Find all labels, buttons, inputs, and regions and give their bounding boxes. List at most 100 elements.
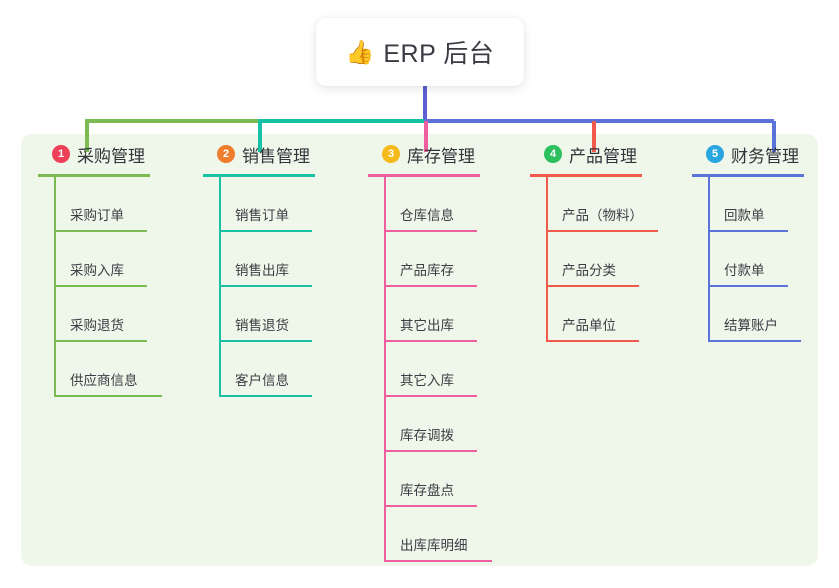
root-title-card[interactable]: 👍 ERP 后台	[316, 18, 524, 86]
menu-item-label: 仓库信息	[400, 208, 454, 223]
root-title-text: ERP 后台	[383, 40, 495, 68]
menu-item[interactable]: 付款单	[692, 232, 804, 287]
module-title-4: 产品管理	[569, 146, 637, 166]
menu-item-rule	[219, 285, 312, 287]
menu-item-label: 其它出库	[400, 318, 454, 333]
menu-item-rule	[384, 340, 477, 342]
module-header-3[interactable]: 3 库存管理	[368, 140, 480, 168]
menu-item[interactable]: 产品（物料）	[530, 177, 658, 232]
menu-item-rule	[54, 230, 147, 232]
menu-item-rule	[546, 340, 639, 342]
module-badge-1: 1	[52, 145, 70, 163]
module-branch-3: 仓库信息产品库存其它出库其它入库库存调拨库存盘点出库库明细	[368, 177, 492, 562]
menu-item[interactable]: 库存盘点	[368, 452, 480, 507]
connector-hbar-segment-3	[424, 119, 774, 123]
menu-item-label: 其它入库	[400, 373, 454, 388]
menu-item[interactable]: 销售退货	[203, 287, 315, 342]
menu-item-label: 库存调拨	[400, 428, 454, 443]
branch-trunk-3	[384, 177, 386, 562]
module-column-5: 5 财务管理回款单付款单结算账户	[692, 140, 804, 342]
module-branch-5: 回款单付款单结算账户	[692, 177, 804, 342]
module-header-rule-1	[38, 174, 150, 177]
menu-item-rule	[708, 230, 788, 232]
menu-item-label: 产品单位	[562, 318, 616, 333]
menu-item[interactable]: 出库库明细	[368, 507, 492, 562]
branch-trunk-1	[54, 177, 56, 397]
branch-trunk-2	[219, 177, 221, 397]
menu-item-rule	[219, 340, 312, 342]
menu-item-rule	[384, 285, 477, 287]
menu-item-rule	[384, 395, 477, 397]
connector-hbar-segment-2	[258, 119, 426, 123]
menu-item-label: 付款单	[724, 263, 765, 278]
menu-item[interactable]: 回款单	[692, 177, 804, 232]
module-column-3: 3 库存管理仓库信息产品库存其它出库其它入库库存调拨库存盘点出库库明细	[368, 140, 492, 562]
module-header-rule-2	[203, 174, 315, 177]
module-branch-4: 产品（物料） 产品分类产品单位	[530, 177, 658, 342]
menu-item-label: 采购订单	[70, 208, 124, 223]
menu-item[interactable]: 客户信息	[203, 342, 315, 397]
menu-item[interactable]: 产品分类	[530, 232, 642, 287]
menu-item-label: 采购入库	[70, 263, 124, 278]
menu-item-rule	[54, 285, 147, 287]
thumbs-up-icon: 👍	[345, 38, 375, 65]
connector-drop-2	[258, 121, 262, 152]
menu-item[interactable]: 销售订单	[203, 177, 315, 232]
connector-hbar-segment-1	[85, 119, 260, 123]
menu-item-rule	[54, 395, 162, 397]
menu-item[interactable]: 其它入库	[368, 342, 480, 397]
menu-item-rule	[384, 505, 477, 507]
menu-item-label: 产品（物料）	[562, 208, 643, 223]
module-title-2: 销售管理	[242, 146, 310, 166]
module-header-rule-5	[692, 174, 804, 177]
module-header-rule-3	[368, 174, 480, 177]
menu-item[interactable]: 销售出库	[203, 232, 315, 287]
menu-item[interactable]: 仓库信息	[368, 177, 480, 232]
menu-item-rule	[546, 230, 658, 232]
root-stem-connector	[423, 86, 427, 121]
menu-item-label: 供应商信息	[70, 373, 138, 388]
module-branch-2: 销售订单销售出库销售退货客户信息	[203, 177, 315, 397]
module-badge-4: 4	[544, 145, 562, 163]
module-badge-5: 5	[706, 145, 724, 163]
module-column-1: 1 采购管理采购订单采购入库采购退货供应商信息	[38, 140, 162, 397]
menu-item[interactable]: 产品库存	[368, 232, 480, 287]
menu-item[interactable]: 产品单位	[530, 287, 642, 342]
module-header-1[interactable]: 1 采购管理	[38, 140, 150, 168]
menu-item[interactable]: 结算账户	[692, 287, 804, 342]
menu-item[interactable]: 其它出库	[368, 287, 480, 342]
menu-item[interactable]: 库存调拨	[368, 397, 480, 452]
menu-item-rule	[54, 340, 147, 342]
module-header-5[interactable]: 5 财务管理	[692, 140, 804, 168]
menu-item-label: 销售订单	[235, 208, 289, 223]
menu-item-rule	[546, 285, 639, 287]
module-title-1: 采购管理	[77, 146, 145, 166]
connector-drop-4	[592, 121, 596, 152]
menu-item-label: 库存盘点	[400, 483, 454, 498]
menu-item-label: 回款单	[724, 208, 765, 223]
menu-item-rule	[708, 285, 788, 287]
connector-drop-5	[772, 121, 776, 152]
menu-item-rule	[219, 230, 312, 232]
branch-trunk-5	[708, 177, 710, 342]
branch-trunk-4	[546, 177, 548, 342]
module-branch-1: 采购订单采购入库采购退货供应商信息	[38, 177, 162, 397]
menu-item-rule	[384, 560, 492, 562]
menu-item[interactable]: 采购退货	[38, 287, 150, 342]
menu-item[interactable]: 采购订单	[38, 177, 150, 232]
menu-item-label: 结算账户	[724, 318, 778, 333]
menu-item-label: 客户信息	[235, 373, 289, 388]
module-title-5: 财务管理	[731, 146, 799, 166]
connector-drop-3	[424, 121, 428, 152]
module-column-4: 4 产品管理产品（物料） 产品分类产品单位	[530, 140, 658, 342]
menu-item-label: 销售退货	[235, 318, 289, 333]
menu-item-label: 销售出库	[235, 263, 289, 278]
module-title-3: 库存管理	[407, 146, 475, 166]
menu-item[interactable]: 供应商信息	[38, 342, 162, 397]
module-header-4[interactable]: 4 产品管理	[530, 140, 642, 168]
modules-panel	[21, 134, 818, 566]
module-badge-3: 3	[382, 145, 400, 163]
menu-item[interactable]: 采购入库	[38, 232, 150, 287]
